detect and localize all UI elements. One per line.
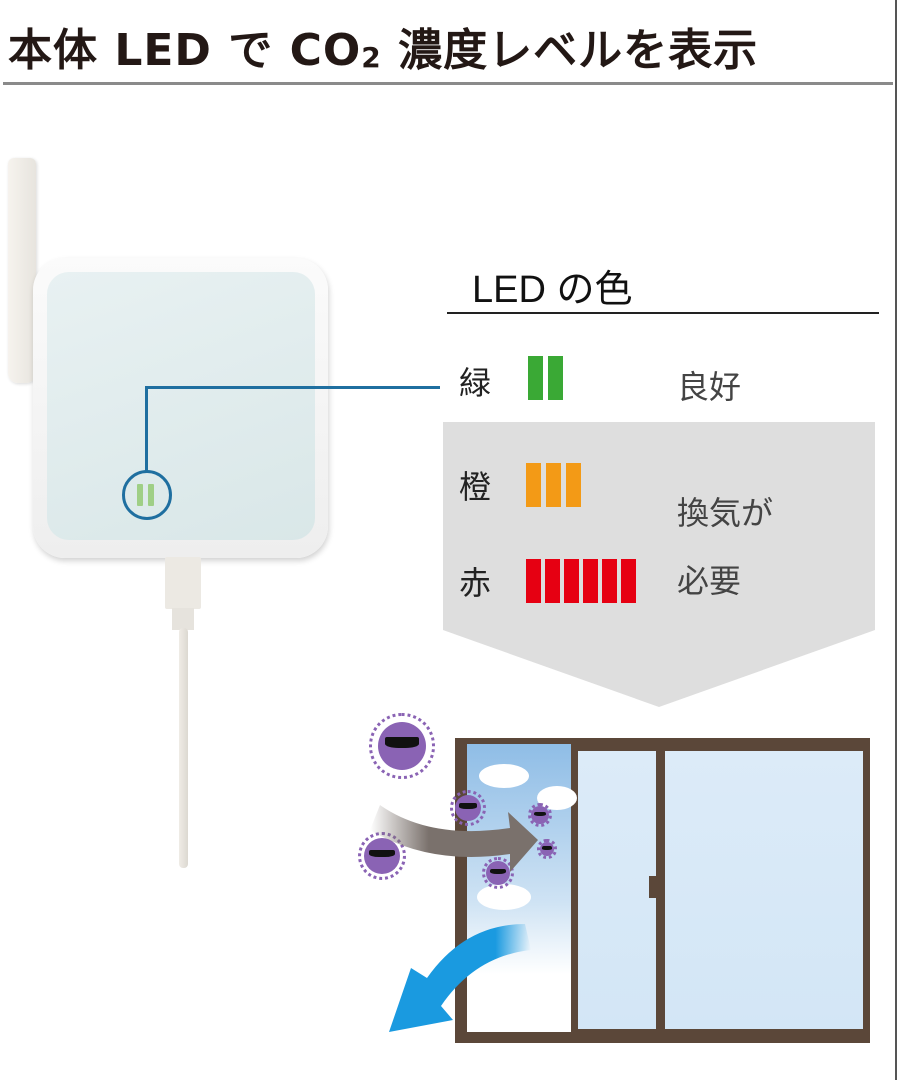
virus-icon	[481, 856, 515, 890]
legend-title: LED の色	[472, 269, 633, 311]
legend-label-orange: 橙	[459, 468, 492, 506]
legend-label-red: 赤	[459, 564, 492, 602]
usb-plug	[165, 557, 201, 609]
device-face	[47, 272, 315, 540]
warning-arrow-panel	[443, 422, 875, 707]
virus-icon	[450, 790, 486, 826]
title-divider	[3, 82, 893, 85]
leader-line-vertical	[145, 388, 148, 472]
green-led-bars-icon	[528, 356, 568, 400]
red-led-bars-icon	[526, 559, 642, 603]
window-pane-middle	[578, 751, 656, 1029]
leader-line-horizontal	[145, 386, 440, 389]
antenna	[8, 158, 36, 383]
virus-icon	[527, 802, 553, 828]
virus-icon	[369, 713, 435, 779]
usb-cable	[179, 628, 188, 868]
usb-plug-neck	[172, 608, 194, 630]
legend-desc-good: 良好	[677, 368, 742, 406]
open-window-sky	[467, 744, 577, 1032]
fresh-air-arrow-icon	[389, 924, 531, 1032]
polluted-air-arrow-icon	[370, 805, 538, 872]
orange-led-bars-icon	[526, 463, 586, 507]
page-edge-line	[895, 0, 897, 1080]
legend-desc-ventilation-line2: 必要	[677, 562, 742, 600]
led-highlight-circle	[122, 470, 172, 520]
legend-divider	[447, 312, 879, 314]
legend-desc-ventilation-line1: 換気が	[677, 494, 774, 532]
window-pane-right	[665, 751, 863, 1029]
virus-icon	[537, 839, 557, 859]
legend-label-green: 緑	[459, 364, 492, 402]
page-title: 本体 LED で CO2 濃度レベルを表示	[8, 25, 759, 76]
window-latch	[649, 876, 658, 898]
